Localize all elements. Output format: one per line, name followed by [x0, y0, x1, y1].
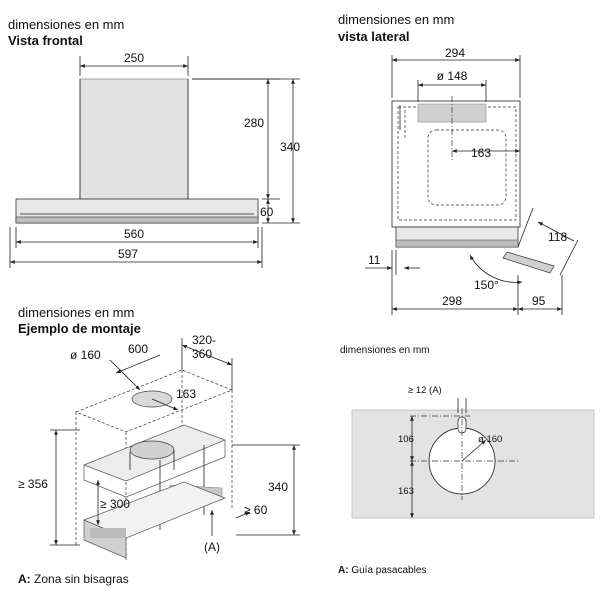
cutout-units: dimensiones en mm — [340, 345, 430, 356]
mount-dim-600: 600 — [128, 342, 148, 356]
front-chimney — [79, 78, 189, 200]
mount-shelf-cutout — [129, 440, 175, 460]
front-dim-597: 597 — [118, 247, 138, 261]
cutout-dim-163: 163 — [398, 486, 414, 497]
mount-dim-320: 320- — [192, 333, 216, 347]
front-units: dimensiones en mm — [8, 17, 125, 32]
front-view: 250 280 340 60 560 597 — [9, 51, 300, 268]
side-dim-118: 118 — [548, 230, 567, 244]
front-dim-560: 560 — [124, 227, 144, 241]
side-dim-11: 11 — [368, 253, 381, 267]
side-units: dimensiones en mm — [338, 12, 455, 27]
mount-units: dimensiones en mm — [18, 305, 135, 320]
mount-title: Ejemplo de montaje — [18, 321, 141, 336]
mount-dim-340: 340 — [268, 480, 288, 494]
mount-view: 600 320- 360 ø 160 163 ≥ 356 ≥ 300 340 ≥… — [18, 333, 300, 562]
cutout-dim-12: ≥ 12 (A) — [408, 385, 442, 396]
mount-dim-300: ≥ 300 — [100, 497, 130, 511]
side-dim-294: 294 — [445, 46, 465, 60]
mount-note: A: Zona sin bisagras — [18, 572, 129, 586]
cutout-note-text: Guía pasacables — [351, 565, 427, 576]
side-title: vista lateral — [338, 29, 410, 44]
cutout-note-key: A: — [338, 565, 349, 576]
side-visor — [502, 251, 555, 274]
cutout-view: ≥ 12 (A) 106 163 ø 160 — [351, 385, 595, 519]
mount-dim-356: ≥ 356 — [18, 477, 48, 491]
front-dim-60: 60 — [260, 205, 274, 219]
side-dim-148: ø 148 — [437, 69, 468, 83]
cutout-dim-160: ø 160 — [478, 434, 502, 445]
front-dim-250: 250 — [124, 51, 144, 65]
side-dim-95: 95 — [532, 294, 546, 308]
side-view: 294 ø 148 163 118 11 150° 298 95 — [365, 46, 579, 315]
mount-dim-160: ø 160 — [70, 348, 101, 362]
front-dim-280: 280 — [244, 116, 264, 130]
side-dim-298: 298 — [442, 294, 462, 308]
mount-dim-360: 360 — [192, 347, 212, 361]
front-title: Vista frontal — [8, 33, 83, 48]
cutout-dim-106: 106 — [398, 434, 414, 445]
mount-dim-60: ≥ 60 — [244, 503, 268, 517]
side-dim-150: 150° — [474, 278, 499, 292]
mount-marker-a: (A) — [204, 540, 220, 554]
front-dim-340: 340 — [280, 140, 300, 154]
mount-note-key: A: — [18, 572, 31, 586]
mount-note-text: Zona sin bisagras — [34, 572, 129, 586]
side-dim-163: 163 — [471, 146, 491, 160]
cutout-note: A: Guía pasacables — [338, 565, 426, 576]
mount-dim-163: 163 — [176, 387, 196, 401]
